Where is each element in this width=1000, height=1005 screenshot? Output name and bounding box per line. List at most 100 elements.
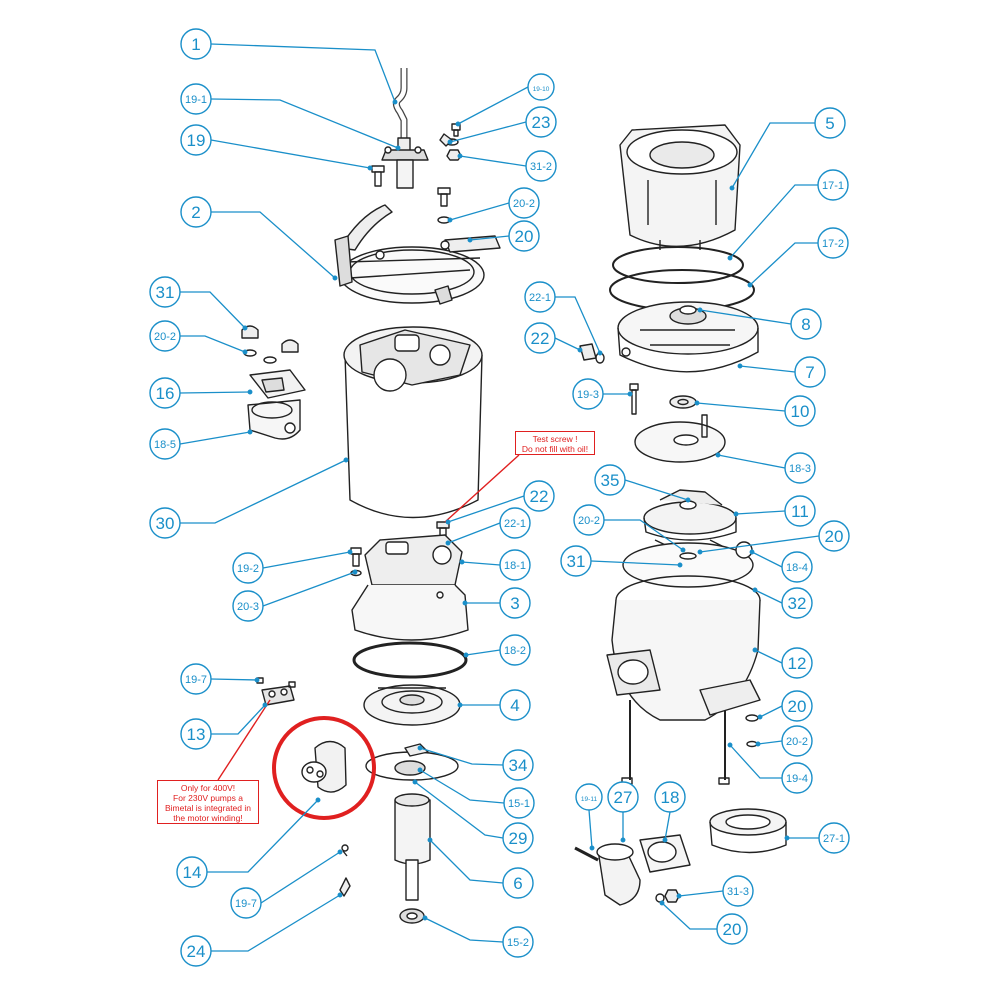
leader-22b xyxy=(554,337,581,351)
callout-circle-27 xyxy=(607,781,639,813)
callout-circle-31a xyxy=(149,276,181,308)
callout-circle-18-5 xyxy=(149,428,181,460)
impeller-11 xyxy=(643,489,737,553)
callout-circle-18-3 xyxy=(784,452,816,484)
leader-tip-23 xyxy=(447,139,453,145)
callout-20-2d: 20-2 xyxy=(781,725,813,757)
leader-19 xyxy=(210,139,371,169)
leader-tip-20a xyxy=(467,237,473,243)
callout-15-1: 15-1 xyxy=(503,787,535,819)
callout-23: 23 xyxy=(525,106,557,138)
leader-tip-18-4 xyxy=(749,549,755,555)
callout-circle-19-2 xyxy=(232,552,264,584)
callout-label-6: 6 xyxy=(513,874,522,893)
callout-circle-18 xyxy=(654,781,686,813)
callout-label-19: 19 xyxy=(187,131,206,150)
callout-label-22b: 22 xyxy=(531,329,550,348)
callout-circle-1 xyxy=(180,28,212,60)
callout-label-17-2: 17-2 xyxy=(822,238,844,250)
callout-label-19-2: 19-2 xyxy=(237,563,259,575)
callout-label-18-1: 18-1 xyxy=(504,560,526,572)
callout-18-3: 18-3 xyxy=(784,452,816,484)
bimetal-note: Only for 400V! For 230V pumps a Bimetal … xyxy=(157,780,259,824)
test-screw-note-line1: Test screw ! xyxy=(532,434,578,444)
leader-32 xyxy=(754,589,783,604)
cap-nuts-31 xyxy=(241,325,299,364)
callout-35: 35 xyxy=(594,464,626,496)
leader-tip-20d xyxy=(659,900,665,906)
callout-7: 7 xyxy=(794,356,826,388)
callout-19-4: 19-4 xyxy=(781,762,813,794)
callout-circle-20-2a xyxy=(508,187,540,219)
bimetal-note-line2: For 230V pumps a xyxy=(173,793,243,803)
callout-18-5: 18-5 xyxy=(149,428,181,460)
callout-circle-19-11 xyxy=(575,783,603,811)
callout-label-32: 32 xyxy=(788,594,807,613)
leader-19-4 xyxy=(729,744,782,779)
callout-19-10: 19-10 xyxy=(527,73,555,101)
callout-22-1a: 22-1 xyxy=(499,507,531,539)
callout-circle-3 xyxy=(499,587,531,619)
callout-18-2: 18-2 xyxy=(499,634,531,666)
callout-label-20d: 20 xyxy=(723,920,742,939)
callout-label-19-7a: 19-7 xyxy=(185,674,207,686)
leader-tip-18-1 xyxy=(459,559,465,565)
leader-tip-3 xyxy=(462,600,468,606)
leader-20-3 xyxy=(262,571,356,607)
leader-lines xyxy=(179,43,820,952)
leader-18-5 xyxy=(179,431,251,445)
leader-tip-20-2c xyxy=(680,547,686,553)
leader-tip-31a xyxy=(242,325,248,331)
callout-10: 10 xyxy=(784,395,816,427)
leader-tip-19-11 xyxy=(589,845,595,851)
callout-1: 1 xyxy=(180,28,212,60)
callout-16: 16 xyxy=(149,377,181,409)
callout-label-19-11: 19-11 xyxy=(581,796,598,803)
callout-circle-20b xyxy=(818,520,850,552)
callout-label-12: 12 xyxy=(788,654,807,673)
leader-19-10 xyxy=(457,86,529,125)
callout-circle-34 xyxy=(502,749,534,781)
callout-circle-7 xyxy=(794,356,826,388)
callout-circle-6 xyxy=(502,867,534,899)
leader-tip-22-1b xyxy=(597,350,603,356)
callout-label-30: 30 xyxy=(156,514,175,533)
leader-22-1a xyxy=(447,522,501,544)
callout-label-22-1a: 22-1 xyxy=(504,518,526,530)
callout-label-31b: 31 xyxy=(567,552,586,571)
callout-label-18-5: 18-5 xyxy=(154,439,176,451)
bearing-housing-7 xyxy=(617,301,759,373)
callout-22a: 22 xyxy=(523,480,555,512)
leader-18 xyxy=(664,811,671,841)
callout-circle-19-1 xyxy=(180,83,212,115)
callout-circle-20d xyxy=(716,913,748,945)
leader-20a xyxy=(469,235,510,241)
leader-15-1 xyxy=(419,769,505,804)
upper-housing-5 xyxy=(619,124,741,250)
callout-circle-18-2 xyxy=(499,634,531,666)
leader-19-7b xyxy=(260,851,341,904)
callout-circle-15-2 xyxy=(502,926,534,958)
callout-17-1: 17-1 xyxy=(817,169,849,201)
leader-tip-10 xyxy=(694,400,700,406)
leader-tip-20-2d xyxy=(755,741,761,747)
leader-tip-31-2 xyxy=(457,153,463,159)
callout-19-3: 19-3 xyxy=(572,378,604,410)
callout-label-29: 29 xyxy=(509,829,528,848)
flange-27-1 xyxy=(709,808,787,854)
leader-tip-19-4 xyxy=(727,742,733,748)
leader-6 xyxy=(429,839,504,884)
leader-18-3 xyxy=(717,454,786,469)
leader-17-2 xyxy=(749,242,818,286)
callout-circle-4 xyxy=(499,689,531,721)
callout-3: 3 xyxy=(499,587,531,619)
leader-29 xyxy=(414,781,504,839)
leader-31-2 xyxy=(459,155,527,167)
leader-11 xyxy=(735,510,786,515)
callout-circle-13 xyxy=(180,718,212,750)
callout-circle-20a xyxy=(508,220,540,252)
leader-tip-20-2b xyxy=(242,349,248,355)
leader-24 xyxy=(211,894,341,952)
